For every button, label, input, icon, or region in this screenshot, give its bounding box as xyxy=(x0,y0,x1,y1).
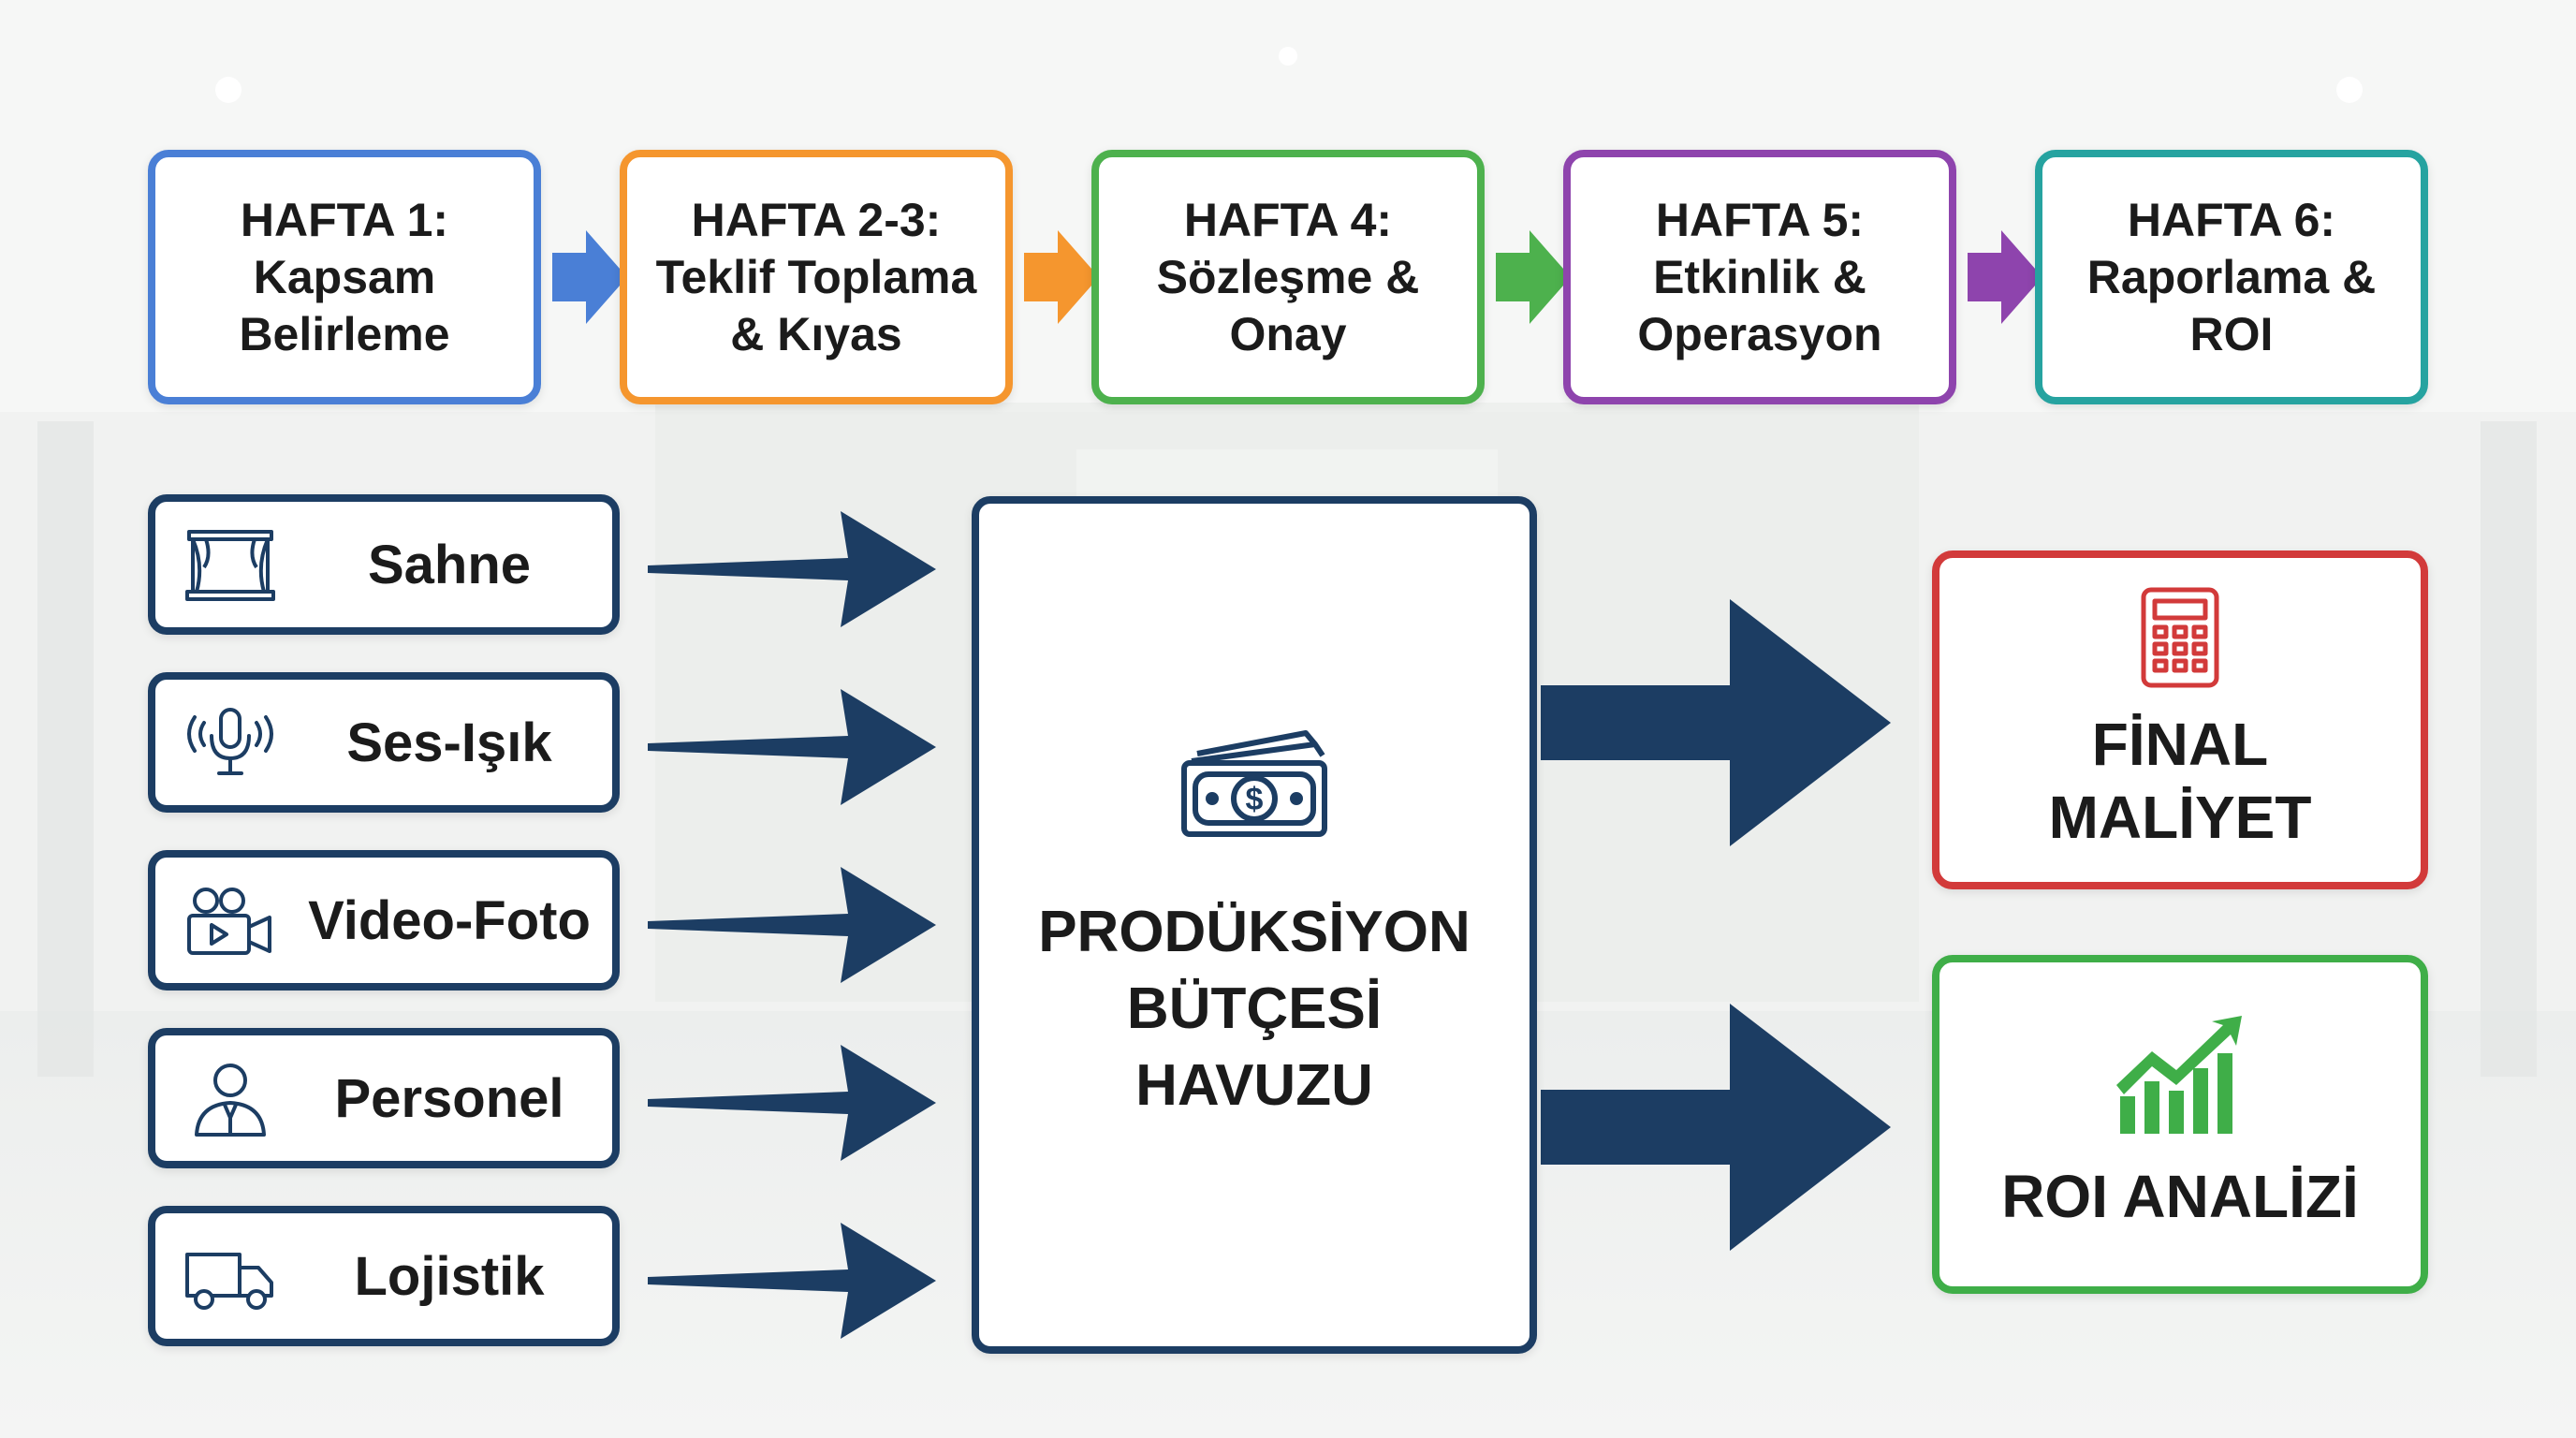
phase-line: HAFTA 2-3: xyxy=(691,193,942,246)
production-budget-pool: $ PRODÜKSİYON BÜTÇESİ HAVUZU xyxy=(972,496,1537,1354)
pool-to-output-arrow xyxy=(1541,1004,1891,1251)
money-icon: $ xyxy=(1181,730,1327,837)
phase-line: HAFTA 6: xyxy=(2127,193,2336,246)
phase-week-4: HAFTA 4: Sözleşme & Onay xyxy=(1091,150,1485,404)
pool-to-output-arrow xyxy=(1541,599,1891,846)
truck-icon xyxy=(185,1253,273,1310)
video-camera-icon xyxy=(187,888,271,955)
phase-line: Etkinlik & xyxy=(1653,250,1866,303)
phase-line: & Kıyas xyxy=(730,307,902,360)
phase-line: Sözleşme & xyxy=(1156,250,1420,303)
pool-line: HAVUZU xyxy=(1135,1053,1373,1118)
pool-line: BÜTÇESİ xyxy=(1126,976,1383,1041)
svg-text:$: $ xyxy=(1246,782,1264,817)
growth-chart-icon xyxy=(2116,1016,2242,1134)
source-lojistik: Lojistik xyxy=(148,1206,620,1346)
phase-week-6: HAFTA 6: Raporlama & ROI xyxy=(2035,150,2428,404)
final-cost-box: FİNAL MALİYET xyxy=(1932,550,2428,889)
phase-line: ROI xyxy=(2189,307,2274,360)
phase-line: Kapsam xyxy=(253,250,436,303)
source-label: Lojistik xyxy=(354,1245,545,1307)
pool-line: PRODÜKSİYON xyxy=(1038,900,1471,964)
phase-week-1: HAFTA 1: Kapsam Belirleme xyxy=(148,150,541,404)
output-line: ROI ANALİZİ xyxy=(2001,1163,2359,1230)
phase-week-2-3: HAFTA 2-3: Teklif Toplama & Kıyas xyxy=(620,150,1013,404)
source-to-pool-arrow xyxy=(648,689,936,805)
phase-connector-arrow xyxy=(1968,230,2042,324)
phase-line: Operasyon xyxy=(1637,307,1882,360)
phase-connector-arrow xyxy=(1496,230,1571,324)
source-label: Sahne xyxy=(367,534,532,595)
phase-connector-arrow xyxy=(552,230,627,324)
output-line: MALİYET xyxy=(2048,784,2312,851)
source-label: Personel xyxy=(334,1067,564,1129)
source-to-pool-arrow xyxy=(648,511,936,627)
output-line: FİNAL xyxy=(2091,711,2269,778)
source-sahne: Sahne xyxy=(148,494,620,635)
source-label: Ses-Işık xyxy=(346,712,552,773)
source-ses-isik: Ses-Işık xyxy=(148,672,620,813)
calculator-icon xyxy=(2141,587,2219,688)
phase-connector-arrow xyxy=(1024,230,1099,324)
phase-week-5: HAFTA 5: Etkinlik & Operasyon xyxy=(1563,150,1956,404)
phase-line: Belirleme xyxy=(239,307,450,360)
source-video-foto: Video-Foto xyxy=(148,850,620,990)
phase-line: HAFTA 4: xyxy=(1183,193,1393,246)
person-icon xyxy=(195,1064,266,1137)
phase-line: HAFTA 5: xyxy=(1655,193,1865,246)
source-personel: Personel xyxy=(148,1028,620,1168)
stage-icon xyxy=(185,530,275,601)
source-label: Video-Foto xyxy=(308,889,591,951)
source-to-pool-arrow xyxy=(648,867,936,983)
phase-line: Teklif Toplama xyxy=(655,250,977,303)
microphone-icon xyxy=(187,708,273,775)
source-to-pool-arrow xyxy=(648,1045,936,1161)
source-to-pool-arrow xyxy=(648,1223,936,1339)
phase-line: Onay xyxy=(1229,307,1347,360)
phase-line: Raporlama & xyxy=(2086,250,2377,303)
roi-analysis-box: ROI ANALİZİ xyxy=(1932,955,2428,1294)
phase-line: HAFTA 1: xyxy=(240,193,449,246)
